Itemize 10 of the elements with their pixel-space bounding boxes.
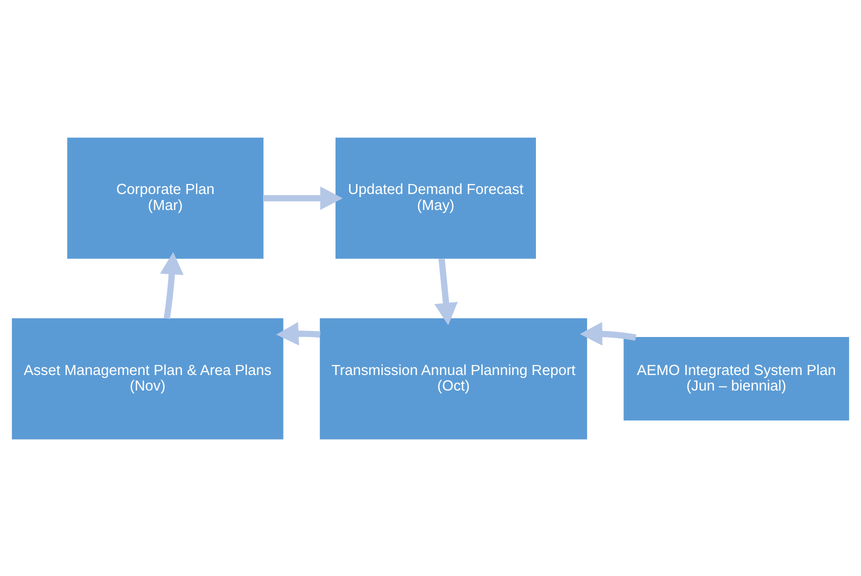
arrow — [580, 322, 636, 346]
arrow — [160, 251, 184, 319]
node-box: Updated Demand Forecast (May) — [336, 137, 536, 258]
node-box: Transmission Annual Planning Report (Oct) — [320, 318, 588, 439]
arrow — [276, 321, 320, 345]
arrow — [434, 258, 458, 325]
node-box: Corporate Plan (Mar) — [67, 137, 264, 258]
arrow — [263, 186, 343, 210]
node-box: Asset Management Plan & Area Plans (Nov) — [12, 318, 284, 439]
node-box: AEMO Integrated System Plan (Jun – biennial) — [624, 336, 850, 420]
